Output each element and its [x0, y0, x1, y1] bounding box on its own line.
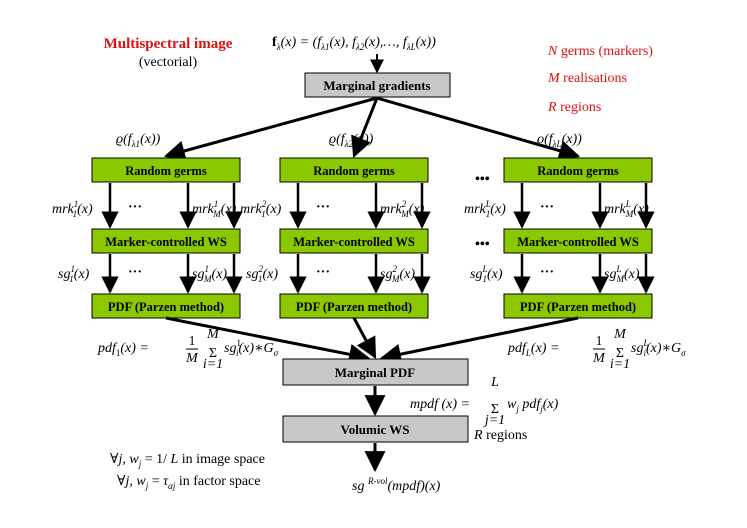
note-germs: N germs (markers): [547, 44, 653, 59]
note-realisations: M realisations: [547, 71, 627, 86]
svg-text:M: M: [613, 327, 627, 342]
random-germs-box: [279, 157, 429, 183]
ellipsis-germs: •••: [475, 172, 490, 187]
svg-text:pdfL(x) =: pdfL(x) =: [507, 341, 559, 358]
gradient-label-2: ϱ(fλ2(x)): [329, 132, 374, 149]
condition-image-space: ∀j, wj = 1/ L in image space: [110, 452, 265, 469]
svg-text:i=1: i=1: [610, 357, 630, 372]
random-germs-label: Random germs: [125, 164, 207, 178]
sg-dots: ···: [540, 265, 554, 280]
multispectral-title: Multispectral image: [104, 36, 233, 52]
arrow-pdf2-to-marginal: [352, 317, 377, 359]
svg-text:mpdf (x) =: mpdf (x) =: [410, 397, 470, 412]
mrk-dots: ···: [540, 200, 554, 215]
mrk-dots: ···: [316, 200, 330, 215]
gradient-label-3: ϱ(fλL(x)): [537, 132, 582, 149]
arrow-to-col3: [376, 96, 581, 161]
r-regions-label: R regions: [473, 428, 527, 443]
arrow-to-col1: [163, 96, 378, 162]
pdf-parzen-label: PDF (Parzen method): [520, 300, 636, 314]
svg-text:M: M: [185, 351, 199, 366]
sg-dots: ···: [316, 265, 330, 280]
multispectral-subtitle: (vectorial): [139, 55, 198, 70]
svg-text:i=1: i=1: [203, 357, 223, 372]
svg-text:M: M: [592, 351, 606, 366]
gradient-label-1: ϱ(fλ1(x)): [116, 132, 161, 149]
input-formula: fλ(x) = (fλ1(x), fλ2(x),…, fλL(x)): [272, 35, 436, 52]
marker-ws-box: [279, 228, 429, 254]
sg-dots: ···: [128, 265, 142, 280]
svg-text:1: 1: [596, 334, 603, 349]
arrow-to-col2: [351, 97, 379, 158]
marginal-pdf-box: [282, 358, 469, 386]
svg-text:1: 1: [189, 334, 196, 349]
marker-ws-box: [503, 228, 653, 254]
pdf-parzen-label: PDF (Parzen method): [296, 300, 412, 314]
marginal-pdf-label: Marginal PDF: [335, 365, 416, 380]
ellipsis-ws: •••: [475, 237, 490, 252]
svg-text:pdf1(x) =: pdf1(x) =: [97, 341, 149, 358]
mrk-dots: ···: [128, 200, 142, 215]
volumic-ws-box: [282, 415, 469, 443]
volumic-ws-label: Volumic WS: [341, 422, 410, 437]
pdf-parzen-label: PDF (Parzen method): [108, 300, 224, 314]
svg-text:wj pdfj(x): wj pdfj(x): [507, 397, 559, 414]
svg-text:j=1: j=1: [483, 413, 505, 428]
random-germs-label: Random germs: [313, 164, 395, 178]
note-regions: R regions: [547, 100, 601, 115]
random-germs-box: [503, 157, 653, 183]
marker-ws-label: Marker-controlled WS: [293, 235, 415, 249]
svg-text:Σ: Σ: [616, 346, 624, 361]
marker-ws-label: Marker-controlled WS: [517, 235, 639, 249]
output-label: sg R-vol(mpdf)(x): [352, 476, 441, 494]
svg-text:M: M: [206, 327, 220, 342]
random-germs-label: Random germs: [537, 164, 619, 178]
marker-ws-box: [91, 228, 241, 254]
marker-ws-label: Marker-controlled WS: [105, 235, 227, 249]
marginal-gradients-label: Marginal gradients: [323, 78, 430, 93]
random-germs-box: [91, 157, 241, 183]
svg-text:Σ: Σ: [491, 402, 499, 417]
arrow-pdf3-to-marginal: [379, 316, 579, 365]
arrow-pdf1-to-marginal: [165, 316, 371, 365]
mpdf-formula: mpdf (x) = L Σ j=1 wj pdfj(x): [410, 375, 559, 428]
svg-text:L: L: [490, 375, 499, 390]
condition-factor-space: ∀j, wj = ταj in factor space: [117, 474, 260, 491]
svg-text:Σ: Σ: [209, 346, 217, 361]
